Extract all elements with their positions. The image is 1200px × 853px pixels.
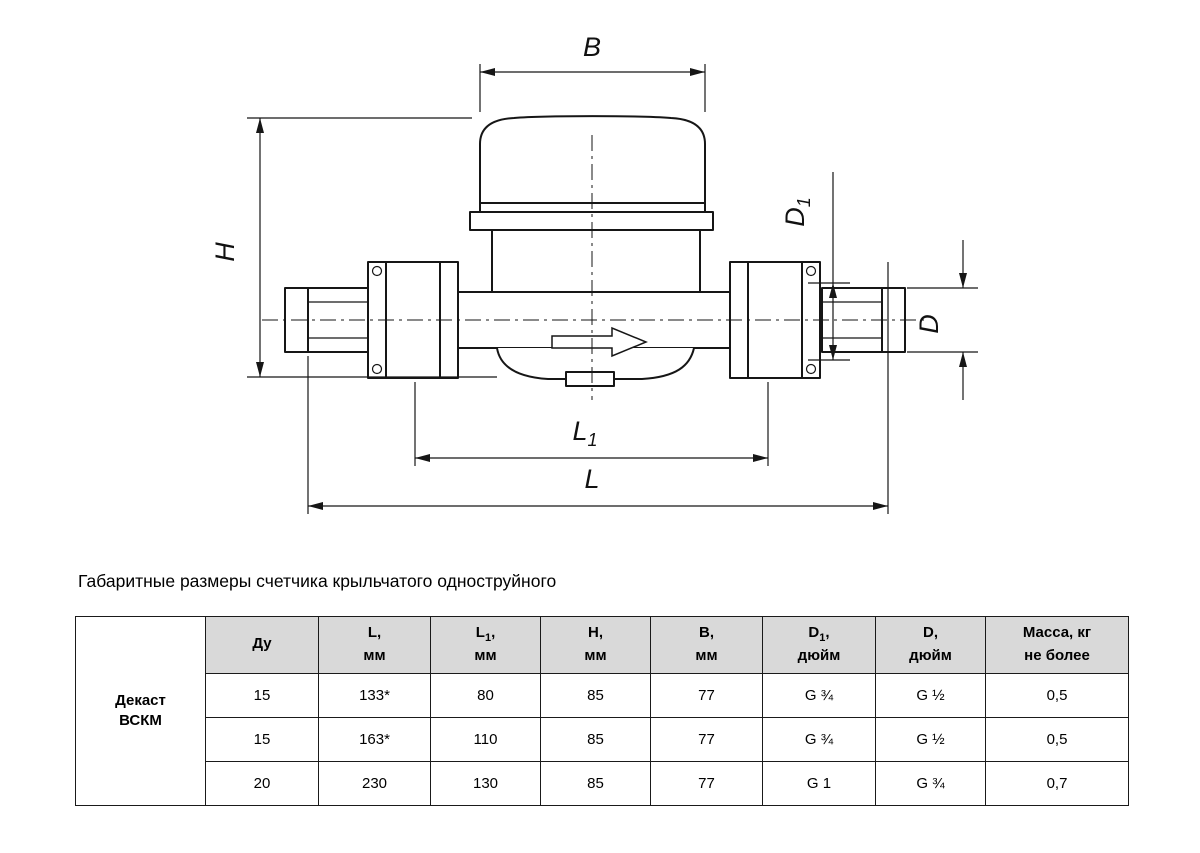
table-cell: 15 — [205, 717, 319, 762]
table-cell: 110 — [430, 717, 541, 762]
table-cell: G ½ — [875, 673, 986, 718]
table-row: 15 133* 80 85 77 G ¾ G ½ 0,5 — [76, 673, 1129, 718]
dim-label-D: D — [914, 314, 944, 334]
col-header-l: L,мм — [318, 616, 431, 674]
table-row: 15 163* 110 85 77 G ¾ G ½ 0,5 — [76, 717, 1129, 762]
dimension-H: H — [210, 117, 497, 378]
table-cell: 77 — [650, 717, 763, 762]
technical-drawing: B H D1 — [210, 32, 978, 514]
meter-body-upper — [491, 227, 701, 293]
col-header-du: Ду — [205, 616, 319, 674]
table-cell: 85 — [540, 673, 651, 718]
col-header-l1: L1,мм — [430, 616, 541, 674]
flow-direction-arrow-icon — [551, 326, 648, 358]
table-cell: 133* — [318, 673, 431, 718]
dimension-B: B — [479, 32, 706, 112]
table-cell: G ¾ — [762, 673, 876, 718]
table-row: 20 230 130 85 77 G 1 G ¾ 0,7 — [76, 761, 1129, 806]
table-cell: 77 — [650, 673, 763, 718]
col-header-b: B,мм — [650, 616, 763, 674]
table-cell: 0,5 — [985, 673, 1129, 718]
water-meter-drawing: B H D1 — [210, 32, 978, 514]
table-cell: 0,7 — [985, 761, 1129, 806]
dimensions-table: Декаст ВСКМ Ду L,мм L1,мм H,мм B,мм D1,д… — [75, 616, 1129, 806]
dimension-D: D — [907, 240, 978, 400]
table-cell: 85 — [540, 717, 651, 762]
col-header-d1: D1,дюйм — [762, 616, 876, 674]
table-cell: G 1 — [762, 761, 876, 806]
table-cell: 15 — [205, 673, 319, 718]
dim-label-H: H — [210, 242, 240, 262]
table-cell: 230 — [318, 761, 431, 806]
table-caption: Габаритные размеры счетчика крыльчатого … — [78, 571, 557, 591]
dimension-D1: D1 — [780, 172, 850, 361]
col-header-h: H,мм — [540, 616, 651, 674]
dimension-L1: L1 — [414, 382, 769, 466]
table-cell: 163* — [318, 717, 431, 762]
table-cell: 130 — [430, 761, 541, 806]
table-cell: G ½ — [875, 717, 986, 762]
seal-hole-icon — [805, 363, 817, 375]
table-cell: 80 — [430, 673, 541, 718]
seal-hole-icon — [371, 363, 383, 375]
col-header-d: D,дюйм — [875, 616, 986, 674]
seal-hole-icon — [805, 265, 817, 277]
table-cell: 77 — [650, 761, 763, 806]
dimension-L: L — [307, 262, 889, 514]
dim-label-B: B — [583, 32, 601, 62]
table-cell: G ¾ — [875, 761, 986, 806]
table-cell: 0,5 — [985, 717, 1129, 762]
table-header-row: Декаст ВСКМ Ду L,мм L1,мм H,мм B,мм D1,д… — [75, 616, 1129, 806]
table-row-header: Декаст ВСКМ — [75, 616, 206, 806]
table-cell: 20 — [205, 761, 319, 806]
dim-label-L1: L1 — [572, 416, 597, 450]
dim-label-D1: D1 — [780, 197, 814, 227]
drain-boss — [565, 371, 615, 387]
table-cell: 85 — [540, 761, 651, 806]
seal-hole-icon — [371, 265, 383, 277]
table-cell: G ¾ — [762, 717, 876, 762]
dim-label-L: L — [584, 464, 599, 494]
